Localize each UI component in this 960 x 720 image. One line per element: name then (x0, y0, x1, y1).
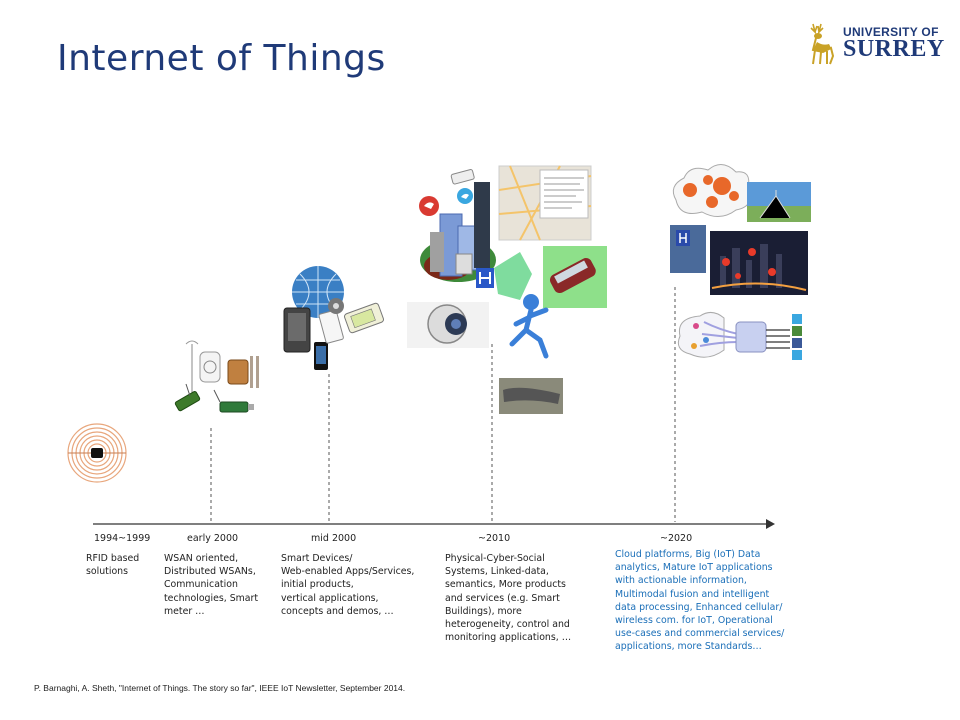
cloud-analytics-icon (670, 164, 811, 360)
era-label-2020: ~2020 (660, 533, 693, 544)
era-label-early-2000: early 2000 (187, 533, 239, 544)
era-description-mid-2000: Smart Devices/ Web-enabled Apps/Services… (281, 553, 415, 617)
logo-line-2: SURREY (843, 36, 945, 62)
smart-devices-icon (283, 266, 384, 370)
slide-title: Internet of Things (57, 38, 386, 79)
era-label-2010: ~2010 (478, 533, 511, 544)
era-description-2010: Physical-Cyber-Social Systems, Linked-da… (445, 553, 572, 644)
era-description-1994: RFID based solutions (86, 553, 140, 578)
era-description-2020: Cloud platforms, Big (IoT) Data analytic… (615, 549, 785, 653)
era-label-1994: 1994~1999 (94, 533, 151, 544)
stag-icon (810, 23, 835, 65)
era-label-mid-2000: mid 2000 (311, 533, 357, 544)
rfid-tag-icon (67, 423, 127, 483)
logo-line-1: UNIVERSITY OF (843, 25, 939, 39)
citation: P. Barnaghi, A. Sheth, "Internet of Thin… (34, 683, 406, 693)
timeline-arrowhead (766, 519, 775, 529)
sensor-node-icon (174, 340, 259, 413)
smart-city-icon (407, 165, 607, 414)
university-logo: UNIVERSITY OF SURREY (803, 20, 945, 68)
era-description-early-2000: WSAN oriented, Distributed WSANs, Commun… (164, 553, 259, 617)
